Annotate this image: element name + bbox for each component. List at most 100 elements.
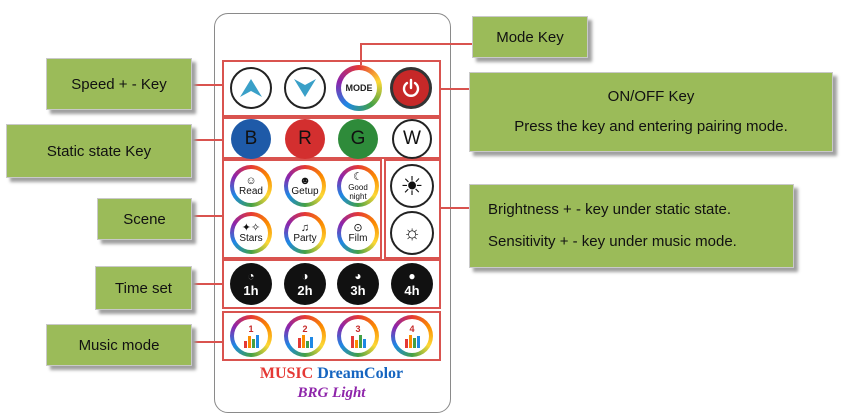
- stars-icon: ✦✧: [241, 222, 261, 234]
- connector-time: [192, 283, 222, 285]
- music-row-box: [222, 311, 441, 361]
- color-button-label: B: [244, 128, 258, 149]
- scene-button-stars[interactable]: ✦✧Stars: [230, 212, 272, 254]
- timer-label: 4h: [404, 283, 420, 298]
- label-onoff-key: ON/OFF Key Press the key and entering pa…: [469, 72, 833, 152]
- brand-dreamcolor: DreamColor: [317, 365, 404, 382]
- timer-label: 1h: [243, 283, 259, 298]
- brightness-box: [384, 159, 441, 259]
- scene-button-film[interactable]: ⊙Film: [337, 212, 379, 254]
- equalizer-icon: [243, 334, 259, 348]
- label-mode-key-text: Mode Key: [496, 28, 564, 46]
- music-mode-number: 2: [302, 323, 308, 334]
- connector-speed: [192, 84, 222, 86]
- equalizer-icon: [350, 334, 366, 348]
- mode-button[interactable]: MODE: [336, 65, 382, 111]
- connector-static: [192, 139, 222, 141]
- connector-mode-v: [360, 43, 362, 65]
- label-scene-text: Scene: [123, 210, 166, 228]
- timer-label: 3h: [350, 283, 366, 298]
- power-button[interactable]: [390, 67, 432, 109]
- moon-icon: ☾: [353, 171, 363, 183]
- connector-mode-h: [360, 43, 472, 45]
- music-mode-button-3[interactable]: 3: [337, 315, 379, 357]
- party-icon: ♫: [300, 222, 310, 234]
- color-button-green[interactable]: G: [338, 119, 378, 159]
- color-button-blue[interactable]: B: [231, 119, 271, 159]
- read-icon: ☺: [245, 175, 257, 187]
- sun-large-icon: ☀: [400, 171, 424, 201]
- label-static-key: Static state Key: [6, 124, 192, 178]
- timer-row-box: [222, 259, 441, 309]
- music-mode-number: 4: [409, 323, 415, 334]
- label-brightness: Brightness + - key under static state. S…: [469, 184, 794, 268]
- music-mode-button-1[interactable]: 1: [230, 315, 272, 357]
- timer-button-2h[interactable]: ◑2h: [284, 263, 326, 305]
- brand-music: MUSIC: [259, 365, 314, 382]
- equalizer-icon: [404, 334, 420, 348]
- timer-button-3h[interactable]: ◕3h: [337, 263, 379, 305]
- label-time-set: Time set: [95, 266, 192, 310]
- music-mode-button-4[interactable]: 4: [391, 315, 433, 357]
- brightness-up-button[interactable]: ☀: [390, 164, 434, 208]
- top-row-box: [222, 60, 441, 117]
- brightness-down-button[interactable]: ☼: [390, 211, 434, 255]
- label-static-key-text: Static state Key: [46, 142, 152, 160]
- color-button-label: W: [403, 128, 421, 149]
- label-sensitivity-desc: Sensitivity + - key under music mode.: [488, 233, 737, 250]
- scene-button-getup[interactable]: ☻Getup: [284, 165, 326, 207]
- music-mode-button-2[interactable]: 2: [284, 315, 326, 357]
- chevron-up-icon: [240, 79, 262, 97]
- power-icon: [402, 78, 420, 97]
- scene-label: Good night: [348, 183, 368, 201]
- scene-label: Read: [239, 186, 263, 197]
- scene-label: Party: [293, 233, 317, 244]
- speed-down-button[interactable]: [284, 67, 326, 109]
- connector-scene: [192, 215, 222, 217]
- label-music-mode: Music mode: [46, 324, 192, 366]
- timer-label: 2h: [297, 283, 313, 298]
- sun-small-icon: ☼: [402, 222, 422, 244]
- clock-icon: ◕: [354, 269, 362, 283]
- label-onoff-title: ON/OFF Key: [607, 88, 695, 105]
- label-speed-key-text: Speed + - Key: [71, 75, 167, 93]
- label-music-mode-text: Music mode: [78, 336, 160, 354]
- brand-line: MUSIC DreamColor: [214, 365, 449, 383]
- label-brightness-desc: Brightness + - key under static state.: [488, 201, 732, 218]
- label-mode-key: Mode Key: [472, 16, 588, 58]
- color-button-label: R: [298, 128, 312, 149]
- mode-button-label: MODE: [341, 70, 377, 106]
- clock-icon: ◔: [247, 269, 255, 283]
- scene-button-good-night[interactable]: ☾Good night: [337, 165, 379, 207]
- film-icon: ⊙: [353, 222, 363, 234]
- label-onoff-desc: Press the key and entering pairing mode.: [514, 118, 788, 135]
- color-row-box: [222, 117, 441, 159]
- scene-label: Getup: [291, 186, 319, 197]
- label-speed-key: Speed + - Key: [46, 58, 192, 110]
- connector-music: [192, 341, 222, 343]
- clock-icon: ◑: [301, 269, 309, 283]
- music-mode-number: 3: [355, 323, 361, 334]
- color-button-white[interactable]: W: [392, 119, 432, 159]
- timer-button-1h[interactable]: ◔1h: [230, 263, 272, 305]
- scene-button-read[interactable]: ☺Read: [230, 165, 272, 207]
- connector-brightness: [441, 207, 469, 209]
- scene-label: Stars: [239, 233, 263, 244]
- clock-icon: ●: [408, 269, 416, 283]
- music-mode-number: 1: [248, 323, 254, 334]
- speed-up-button[interactable]: [230, 67, 272, 109]
- timer-button-4h[interactable]: ●4h: [391, 263, 433, 305]
- color-button-red[interactable]: R: [285, 119, 325, 159]
- label-scene: Scene: [97, 198, 192, 240]
- connector-onoff: [441, 88, 469, 90]
- scene-label: Film: [348, 233, 368, 244]
- chevron-down-icon: [294, 79, 316, 97]
- color-button-label: G: [350, 128, 366, 149]
- equalizer-icon: [297, 334, 313, 348]
- brand-light: BRG Light: [297, 385, 366, 401]
- scene-box: [222, 159, 382, 259]
- getup-icon: ☻: [299, 175, 311, 187]
- scene-button-party[interactable]: ♫Party: [284, 212, 326, 254]
- label-time-set-text: Time set: [115, 279, 172, 297]
